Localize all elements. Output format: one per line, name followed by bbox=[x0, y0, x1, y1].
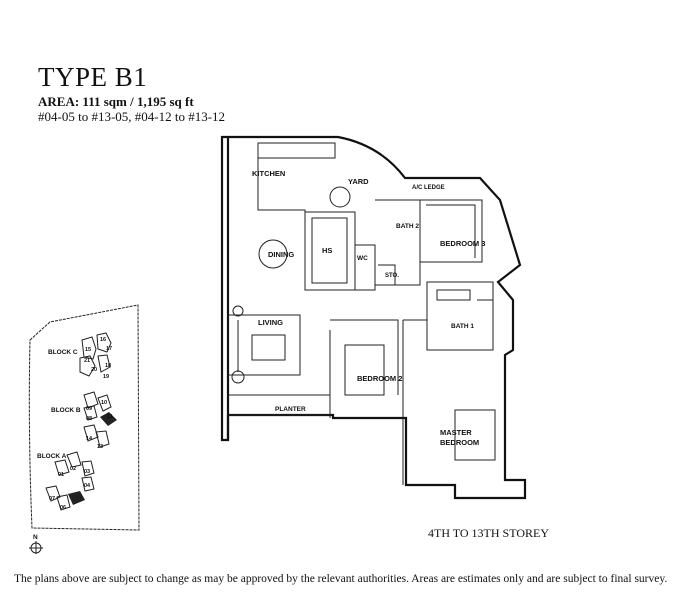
room-label-store: STO. bbox=[385, 273, 399, 279]
unit-label: 10 bbox=[101, 400, 107, 406]
unit-label: 19 bbox=[103, 374, 109, 380]
room-label-master-1: MASTER bbox=[440, 428, 472, 437]
area-text: AREA: 111 sqm / 1,195 sq ft bbox=[38, 94, 194, 109]
unit-label: 09 bbox=[86, 406, 92, 412]
unit-label: 04 bbox=[84, 483, 91, 489]
unit-label: 02 bbox=[70, 466, 76, 472]
plan-title: TYPE B1 bbox=[38, 62, 148, 92]
block-b-label: BLOCK B bbox=[51, 407, 81, 414]
unit-label: 01 bbox=[58, 472, 64, 478]
block-c-label: BLOCK C bbox=[48, 349, 78, 356]
site-plan: BLOCK C BLOCK B BLOCK A 15 16 17 21 18 2… bbox=[28, 304, 140, 554]
room-label-master-2: BEDROOM bbox=[440, 438, 479, 447]
unit-label: 15 bbox=[85, 347, 91, 353]
room-label-dining: DINING bbox=[268, 250, 294, 259]
north-arrow-icon bbox=[29, 541, 43, 554]
unit-label: 07 bbox=[49, 496, 55, 502]
room-label-kitchen: KITCHEN bbox=[252, 169, 285, 178]
room-label-bedroom3: BEDROOM 3 bbox=[440, 239, 485, 248]
unit-label: 16 bbox=[100, 337, 106, 343]
room-label-ac-ledge: A/C LEDGE bbox=[412, 185, 445, 191]
unit-label: 17 bbox=[106, 346, 112, 352]
unit-label: 20 bbox=[91, 367, 97, 373]
room-label-wc: WC bbox=[357, 255, 368, 262]
unit-label: 18 bbox=[105, 363, 111, 369]
unit-label: 21 bbox=[84, 358, 90, 364]
storey-label: 4TH TO 13TH STOREY bbox=[428, 526, 550, 540]
unit-label: 08 bbox=[86, 416, 92, 422]
unit-label: 13 bbox=[97, 444, 103, 450]
unit-label: 14 bbox=[86, 436, 93, 442]
room-label-living: LIVING bbox=[258, 318, 283, 327]
block-a-label: BLOCK A bbox=[37, 453, 67, 460]
room-label-yard: YARD bbox=[348, 177, 369, 186]
north-label: N bbox=[33, 534, 38, 541]
room-label-bath2: BATH 2 bbox=[396, 223, 419, 230]
unit-numbers: #04-05 to #13-05, #04-12 to #13-12 bbox=[38, 109, 226, 124]
room-label-hs: HS bbox=[322, 246, 332, 255]
unit-floor-plan bbox=[220, 135, 527, 500]
unit-label: 06 bbox=[60, 505, 66, 511]
unit-label: 11 bbox=[107, 414, 113, 420]
unit-label: 03 bbox=[84, 469, 90, 475]
room-label-bath1: BATH 1 bbox=[451, 323, 474, 330]
room-label-planter: PLANTER bbox=[275, 406, 306, 413]
disclaimer-text: The plans above are subject to change as… bbox=[14, 573, 668, 585]
room-label-bedroom2: BEDROOM 2 bbox=[357, 374, 402, 383]
